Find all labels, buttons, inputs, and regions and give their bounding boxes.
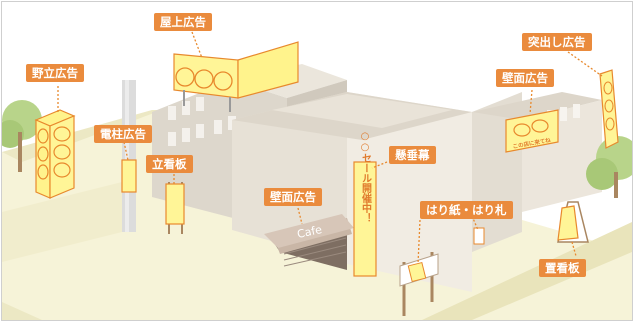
sidewalk-right (422, 222, 632, 320)
shutter-lines (283, 237, 347, 267)
placed-sign (557, 201, 589, 243)
hanging-banner (353, 161, 377, 277)
label-placed-sign: 置看板 (539, 259, 586, 277)
leader-lines (57, 31, 603, 265)
label-posters: はり紙・はり札 (420, 201, 513, 219)
projecting-sign (599, 69, 619, 149)
posters (399, 227, 485, 316)
building-front-left-face (232, 92, 347, 262)
rooftop-sign (173, 41, 299, 112)
label-rooftop-sign: 屋上広告 (154, 13, 212, 31)
awning-text: Cafe (296, 223, 323, 241)
tree-left (2, 100, 42, 172)
label-wall-sign-right: 壁面広告 (496, 69, 554, 87)
label-pole-sign: 電柱広告 (94, 125, 152, 143)
label-field-sign: 野立広告 (26, 64, 84, 82)
building-front-face (347, 92, 472, 292)
standing-sign (165, 182, 185, 234)
street-scene: Cafe ○○セール開催中！ (2, 2, 632, 320)
field-sign (34, 109, 76, 199)
banner-text: ○○セール開催中！ (360, 131, 372, 223)
pole-sign (121, 159, 137, 193)
label-banner: 懸垂幕 (389, 146, 436, 164)
label-projecting-sign: 突出し広告 (522, 33, 592, 51)
tree-right (586, 136, 632, 198)
label-wall-sign-front: 壁面広告 (264, 188, 322, 206)
cafe-awning (264, 214, 354, 248)
label-standing-sign: 立看板 (146, 155, 193, 173)
